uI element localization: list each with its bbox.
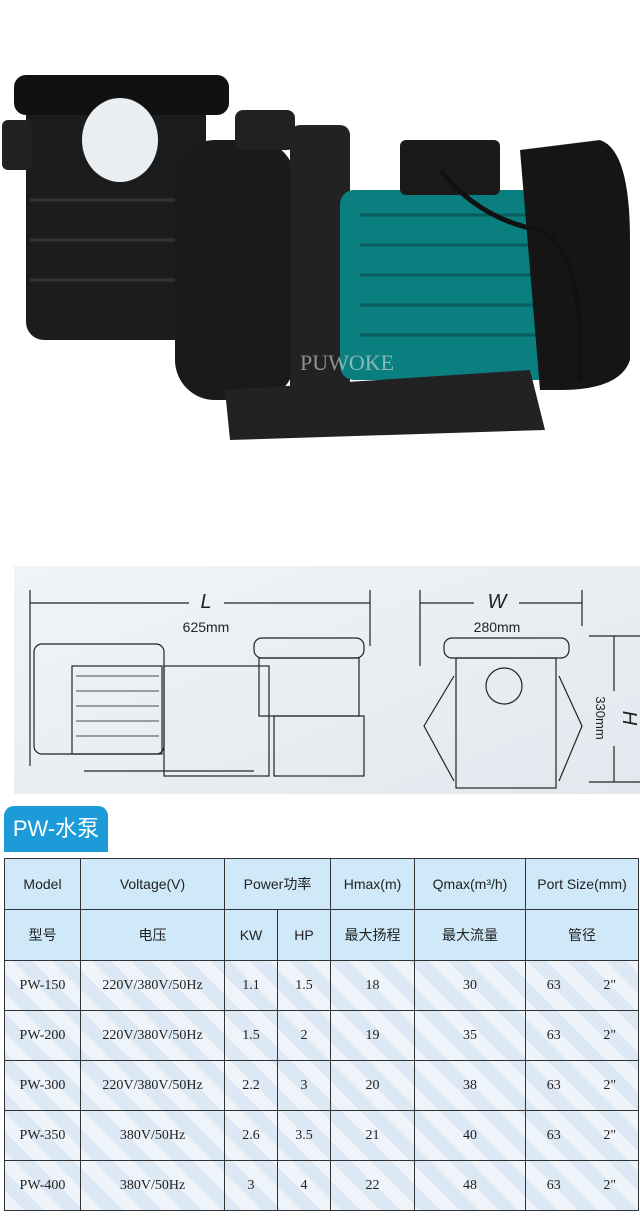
cell-voltage: 220V/380V/50Hz xyxy=(80,1060,225,1111)
cell-hp: 2 xyxy=(277,1010,331,1061)
cell-port-mm: 63 xyxy=(525,960,582,1011)
th-kw: KW xyxy=(224,909,278,961)
cell-hmax: 18 xyxy=(330,960,415,1011)
cell-port-in: 2" xyxy=(581,1110,640,1161)
cell-voltage: 220V/380V/50Hz xyxy=(80,960,225,1011)
cell-kw: 1.1 xyxy=(224,960,278,1011)
cell-qmax: 38 xyxy=(414,1060,526,1111)
width-value: 280mm xyxy=(474,619,521,635)
cell-hmax: 20 xyxy=(330,1060,415,1111)
cell-port-mm: 63 xyxy=(525,1160,582,1211)
th-qmax-cn: 最大流量 xyxy=(414,909,526,961)
cell-port-in: 2" xyxy=(581,1060,640,1111)
cell-qmax: 35 xyxy=(414,1010,526,1061)
width-label: W xyxy=(488,591,509,613)
cell-port-mm: 63 xyxy=(525,1110,582,1161)
cell-hp: 3.5 xyxy=(277,1110,331,1161)
header-row-en: Model Voltage(V) Power功率 Hmax(m) Qmax(m³… xyxy=(4,858,640,910)
cell-kw: 2.2 xyxy=(224,1060,278,1111)
th-model-cn: 型号 xyxy=(4,909,81,961)
length-value: 625mm xyxy=(183,619,230,635)
cell-hp: 1.5 xyxy=(277,960,331,1011)
cell-voltage: 220V/380V/50Hz xyxy=(80,1010,225,1061)
th-port: Port Size(mm) xyxy=(524,858,640,910)
strainer-basket xyxy=(2,75,229,340)
cell-qmax: 30 xyxy=(414,960,526,1011)
th-qmax: Qmax(m³/h) xyxy=(414,858,526,910)
watermark: PUWOKE xyxy=(300,350,394,375)
cell-port-in: 2" xyxy=(581,1160,640,1211)
th-model: Model xyxy=(4,858,81,910)
dimension-drawing: L 625mm W 280mm H 330mm xyxy=(14,566,640,794)
cell-port-in: 2" xyxy=(581,960,640,1011)
header-row-cn: 型号 电压 KW HP 最大扬程 最大流量 管径 xyxy=(4,909,640,961)
cell-voltage: 380V/50Hz xyxy=(80,1160,225,1211)
th-hmax-cn: 最大扬程 xyxy=(330,909,415,961)
pump-housing xyxy=(175,110,350,425)
cell-model: PW-300 xyxy=(4,1060,81,1111)
motor xyxy=(340,140,630,390)
base-stand xyxy=(225,370,545,440)
spec-table: Model Voltage(V) Power功率 Hmax(m) Qmax(m³… xyxy=(4,858,640,1211)
cell-voltage: 380V/50Hz xyxy=(80,1110,225,1161)
th-power: Power功率 xyxy=(224,858,331,910)
cell-port-in: 2" xyxy=(581,1010,640,1061)
cell-hmax: 19 xyxy=(330,1010,415,1061)
length-label: L xyxy=(200,591,211,613)
cell-hmax: 22 xyxy=(330,1160,415,1211)
cell-qmax: 48 xyxy=(414,1160,526,1211)
cell-port-mm: 63 xyxy=(525,1010,582,1061)
cell-kw: 1.5 xyxy=(224,1010,278,1061)
cell-model: PW-400 xyxy=(4,1160,81,1211)
cell-qmax: 40 xyxy=(414,1110,526,1161)
height-label: H xyxy=(618,711,640,726)
cell-model: PW-200 xyxy=(4,1010,81,1061)
cell-model: PW-350 xyxy=(4,1110,81,1161)
cell-kw: 2.6 xyxy=(224,1110,278,1161)
th-port-cn: 管径 xyxy=(524,909,640,961)
cell-hp: 4 xyxy=(277,1160,331,1211)
cell-hmax: 21 xyxy=(330,1110,415,1161)
th-hp: HP xyxy=(277,909,331,961)
th-voltage-cn: 电压 xyxy=(80,909,225,961)
th-voltage: Voltage(V) xyxy=(80,858,225,910)
th-hmax: Hmax(m) xyxy=(330,858,415,910)
cell-hp: 3 xyxy=(277,1060,331,1111)
height-value: 330mm xyxy=(593,696,608,739)
cell-model: PW-150 xyxy=(4,960,81,1011)
cell-port-mm: 63 xyxy=(525,1060,582,1111)
pump-photo: PUWOKE xyxy=(2,75,630,440)
section-title: PW-水泵 xyxy=(4,806,108,852)
cell-kw: 3 xyxy=(224,1160,278,1211)
